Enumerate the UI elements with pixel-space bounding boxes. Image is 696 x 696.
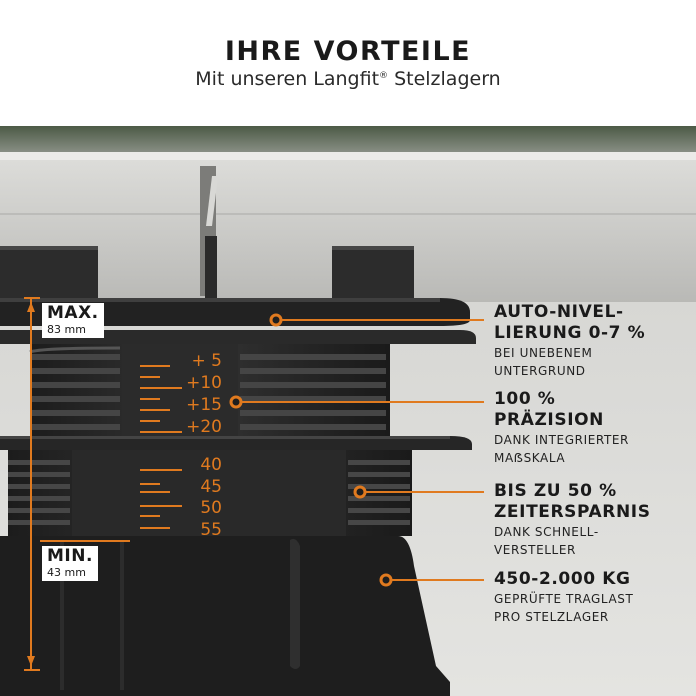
min-label: MIN. [47,546,93,566]
feature-precision: 100 % PRÄZISION DANK INTEGRIERTER MAẞSKA… [494,389,694,467]
min-value: 43 mm [47,566,86,579]
callout-dot-leveling [269,313,283,327]
max-height-badge: MAX. 83 mm [42,303,104,338]
upper-scale-label: + 5 [192,351,222,371]
lower-scale-label: 50 [200,498,222,518]
feature-description: DANK INTEGRIERTER [494,433,629,447]
feature-description: PRO STELZLAGER [494,610,609,624]
feature-title: PRÄZISION [494,410,605,430]
middle-ring [0,436,472,450]
upper-scale-ticks [140,365,182,433]
lower-scale-ticks [140,469,182,529]
height-dimension-line [24,297,130,671]
feature-description: UNTERGRUND [494,364,586,378]
max-label: MAX. [47,303,99,323]
subtitle-tail: Stelzlagern [388,68,501,90]
upper-scale-label: +15 [186,395,222,415]
feature-description: BEI UNEBENEM [494,346,593,360]
feature-time-saving: BIS ZU 50 % ZEITERSPARNIS DANK SCHNELL- … [494,481,694,559]
upper-scale-label: +20 [186,417,222,437]
callout-dot-precision [229,395,243,409]
lower-thread-ribs [8,460,410,525]
lower-scale-label: 40 [200,455,222,475]
header: IHRE VORTEILE Mit unseren Langfit® Stelz… [0,0,696,126]
background-foliage [0,126,696,154]
upper-scale-label: +10 [186,373,222,393]
registered-mark: ® [379,71,389,81]
feature-title: LIERUNG 0-7 % [494,323,646,343]
feature-title: 450-2.000 KG [494,569,631,589]
max-value: 83 mm [47,323,86,336]
min-height-badge: MIN. 43 mm [42,546,98,581]
spacer-fin-right [332,246,414,302]
feature-title: 100 % [494,389,556,409]
callout-dot-load [379,573,393,587]
upper-thread-ribs [29,346,386,430]
page-title: IHRE VORTEILE [224,36,472,67]
product-scene: + 5 +10 +15 +20 40 45 50 55 MAX. 83 mm M [0,126,696,696]
feature-description: MAẞSKALA [494,451,566,465]
pedestal-illustration: + 5 +10 +15 +20 40 45 50 55 [0,126,696,696]
feature-load-capacity: 450-2.000 KG GEPRÜFTE TRAGLAST PRO STELZ… [494,569,694,626]
subtitle-text: Mit unseren Langfit [195,68,380,90]
page-subtitle: Mit unseren Langfit® Stelzlagern [0,68,696,90]
base-foot [0,536,450,696]
feature-description: DANK SCHNELL- [494,525,599,539]
spacer-fin-left [0,246,98,302]
callout-dot-speed [353,485,367,499]
feature-auto-leveling: AUTO-NIVEL- LIERUNG 0-7 % BEI UNEBENEM U… [494,302,694,380]
feature-title: ZEITERSPARNIS [494,502,651,522]
feature-description: VERSTELLER [494,543,576,557]
feature-description: GEPRÜFTE TRAGLAST [494,592,634,606]
lower-scale-label: 55 [200,520,222,540]
lower-scale-label: 45 [200,477,222,497]
feature-title: BIS ZU 50 % [494,481,617,501]
feature-title: AUTO-NIVEL- [494,302,624,322]
